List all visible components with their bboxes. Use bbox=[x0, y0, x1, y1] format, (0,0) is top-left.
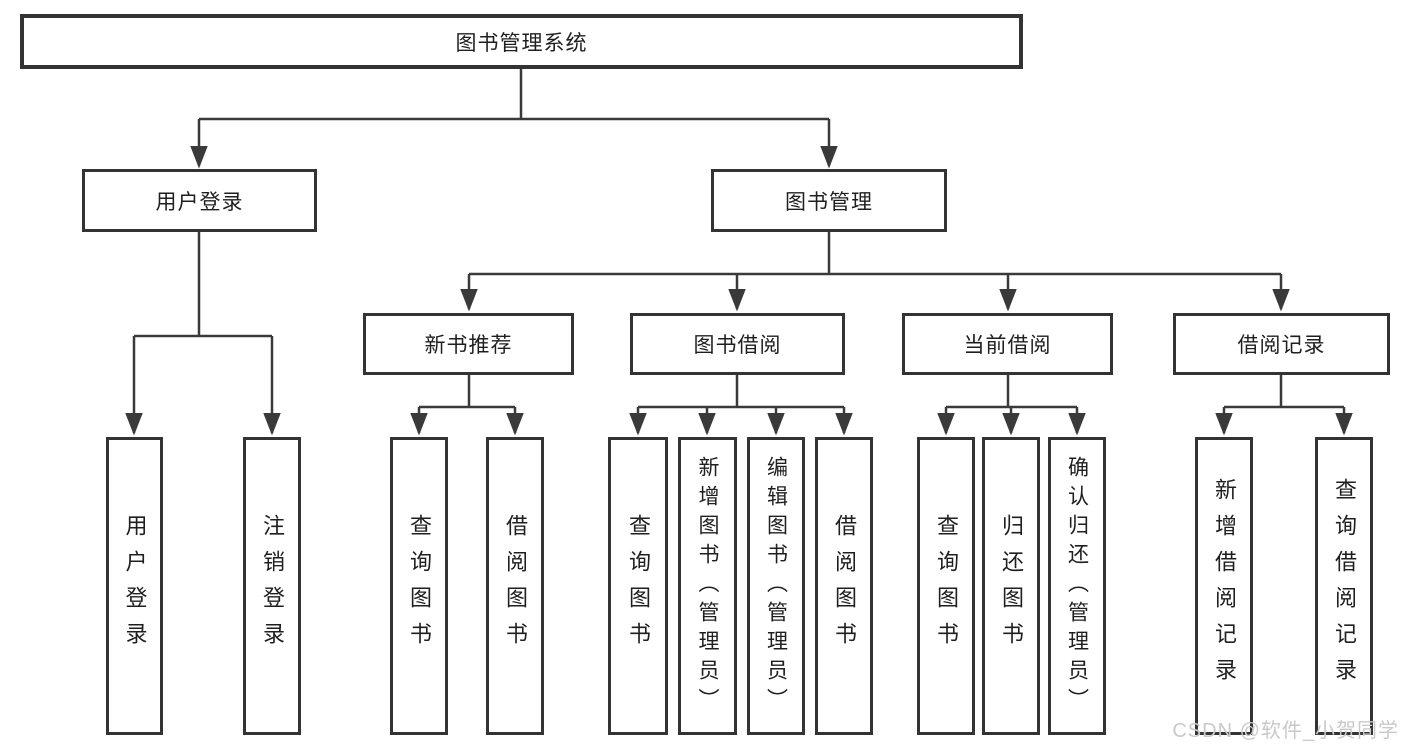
leaf-edit-book-admin: 编辑图书（管理员） bbox=[747, 437, 805, 735]
leaf-query-book-current: 查询图书 bbox=[917, 437, 975, 735]
leaf-query-borrow-record-label: 查询借阅记录 bbox=[1332, 478, 1357, 694]
node-root-label: 图书管理系统 bbox=[455, 31, 588, 55]
leaf-add-borrow-record: 新增借阅记录 bbox=[1195, 437, 1253, 735]
leaf-borrow-book: 借阅图书 bbox=[815, 437, 873, 735]
leaf-return-book-label: 归还图书 bbox=[999, 514, 1024, 658]
leaf-user-login-label: 用户登录 bbox=[122, 514, 148, 658]
node-user-login-label: 用户登录 bbox=[155, 190, 244, 214]
leaf-borrow-book-label: 借阅图书 bbox=[832, 514, 857, 658]
csdn-watermark: CSDN @软件_小贺同学 bbox=[1172, 720, 1399, 742]
leaf-return-book: 归还图书 bbox=[982, 437, 1040, 735]
leaf-query-book-current-label: 查询图书 bbox=[934, 514, 959, 658]
leaf-logout: 注销登录 bbox=[243, 437, 301, 735]
node-borrow-record: 借阅记录 bbox=[1173, 313, 1390, 375]
node-new-book-recommend-label: 新书推荐 bbox=[424, 334, 513, 357]
node-book-borrow-label: 图书借阅 bbox=[693, 334, 782, 357]
leaf-user-login: 用户登录 bbox=[106, 437, 163, 735]
node-user-login: 用户登录 bbox=[82, 169, 317, 232]
leaf-borrow-book-recommend-label: 借阅图书 bbox=[503, 514, 528, 658]
leaf-edit-book-admin-label: 编辑图书（管理员） bbox=[764, 455, 788, 717]
leaf-query-book-borrow-label: 查询图书 bbox=[626, 514, 651, 658]
leaf-confirm-return-admin: 确认归还（管理员） bbox=[1048, 437, 1106, 735]
leaf-add-book-admin: 新增图书（管理员） bbox=[678, 437, 737, 735]
node-borrow-record-label: 借阅记录 bbox=[1237, 334, 1326, 357]
node-current-borrow: 当前借阅 bbox=[902, 313, 1113, 375]
leaf-confirm-return-admin-label: 确认归还（管理员） bbox=[1065, 455, 1089, 717]
leaf-query-borrow-record: 查询借阅记录 bbox=[1315, 437, 1373, 735]
node-book-management-label: 图书管理 bbox=[785, 190, 873, 214]
node-current-borrow-label: 当前借阅 bbox=[963, 334, 1052, 357]
leaf-logout-label: 注销登录 bbox=[260, 514, 285, 658]
leaf-add-borrow-record-label: 新增借阅记录 bbox=[1212, 478, 1237, 694]
leaf-query-book-recommend: 查询图书 bbox=[390, 437, 448, 735]
node-book-management: 图书管理 bbox=[711, 169, 947, 232]
leaf-query-book-borrow: 查询图书 bbox=[608, 437, 668, 735]
leaf-add-book-admin-label: 新增图书（管理员） bbox=[696, 455, 719, 717]
node-new-book-recommend: 新书推荐 bbox=[363, 313, 574, 375]
node-book-borrow: 图书借阅 bbox=[630, 313, 845, 375]
leaf-borrow-book-recommend: 借阅图书 bbox=[486, 437, 544, 735]
node-root: 图书管理系统 bbox=[20, 14, 1023, 69]
leaf-query-book-recommend-label: 查询图书 bbox=[407, 514, 432, 658]
